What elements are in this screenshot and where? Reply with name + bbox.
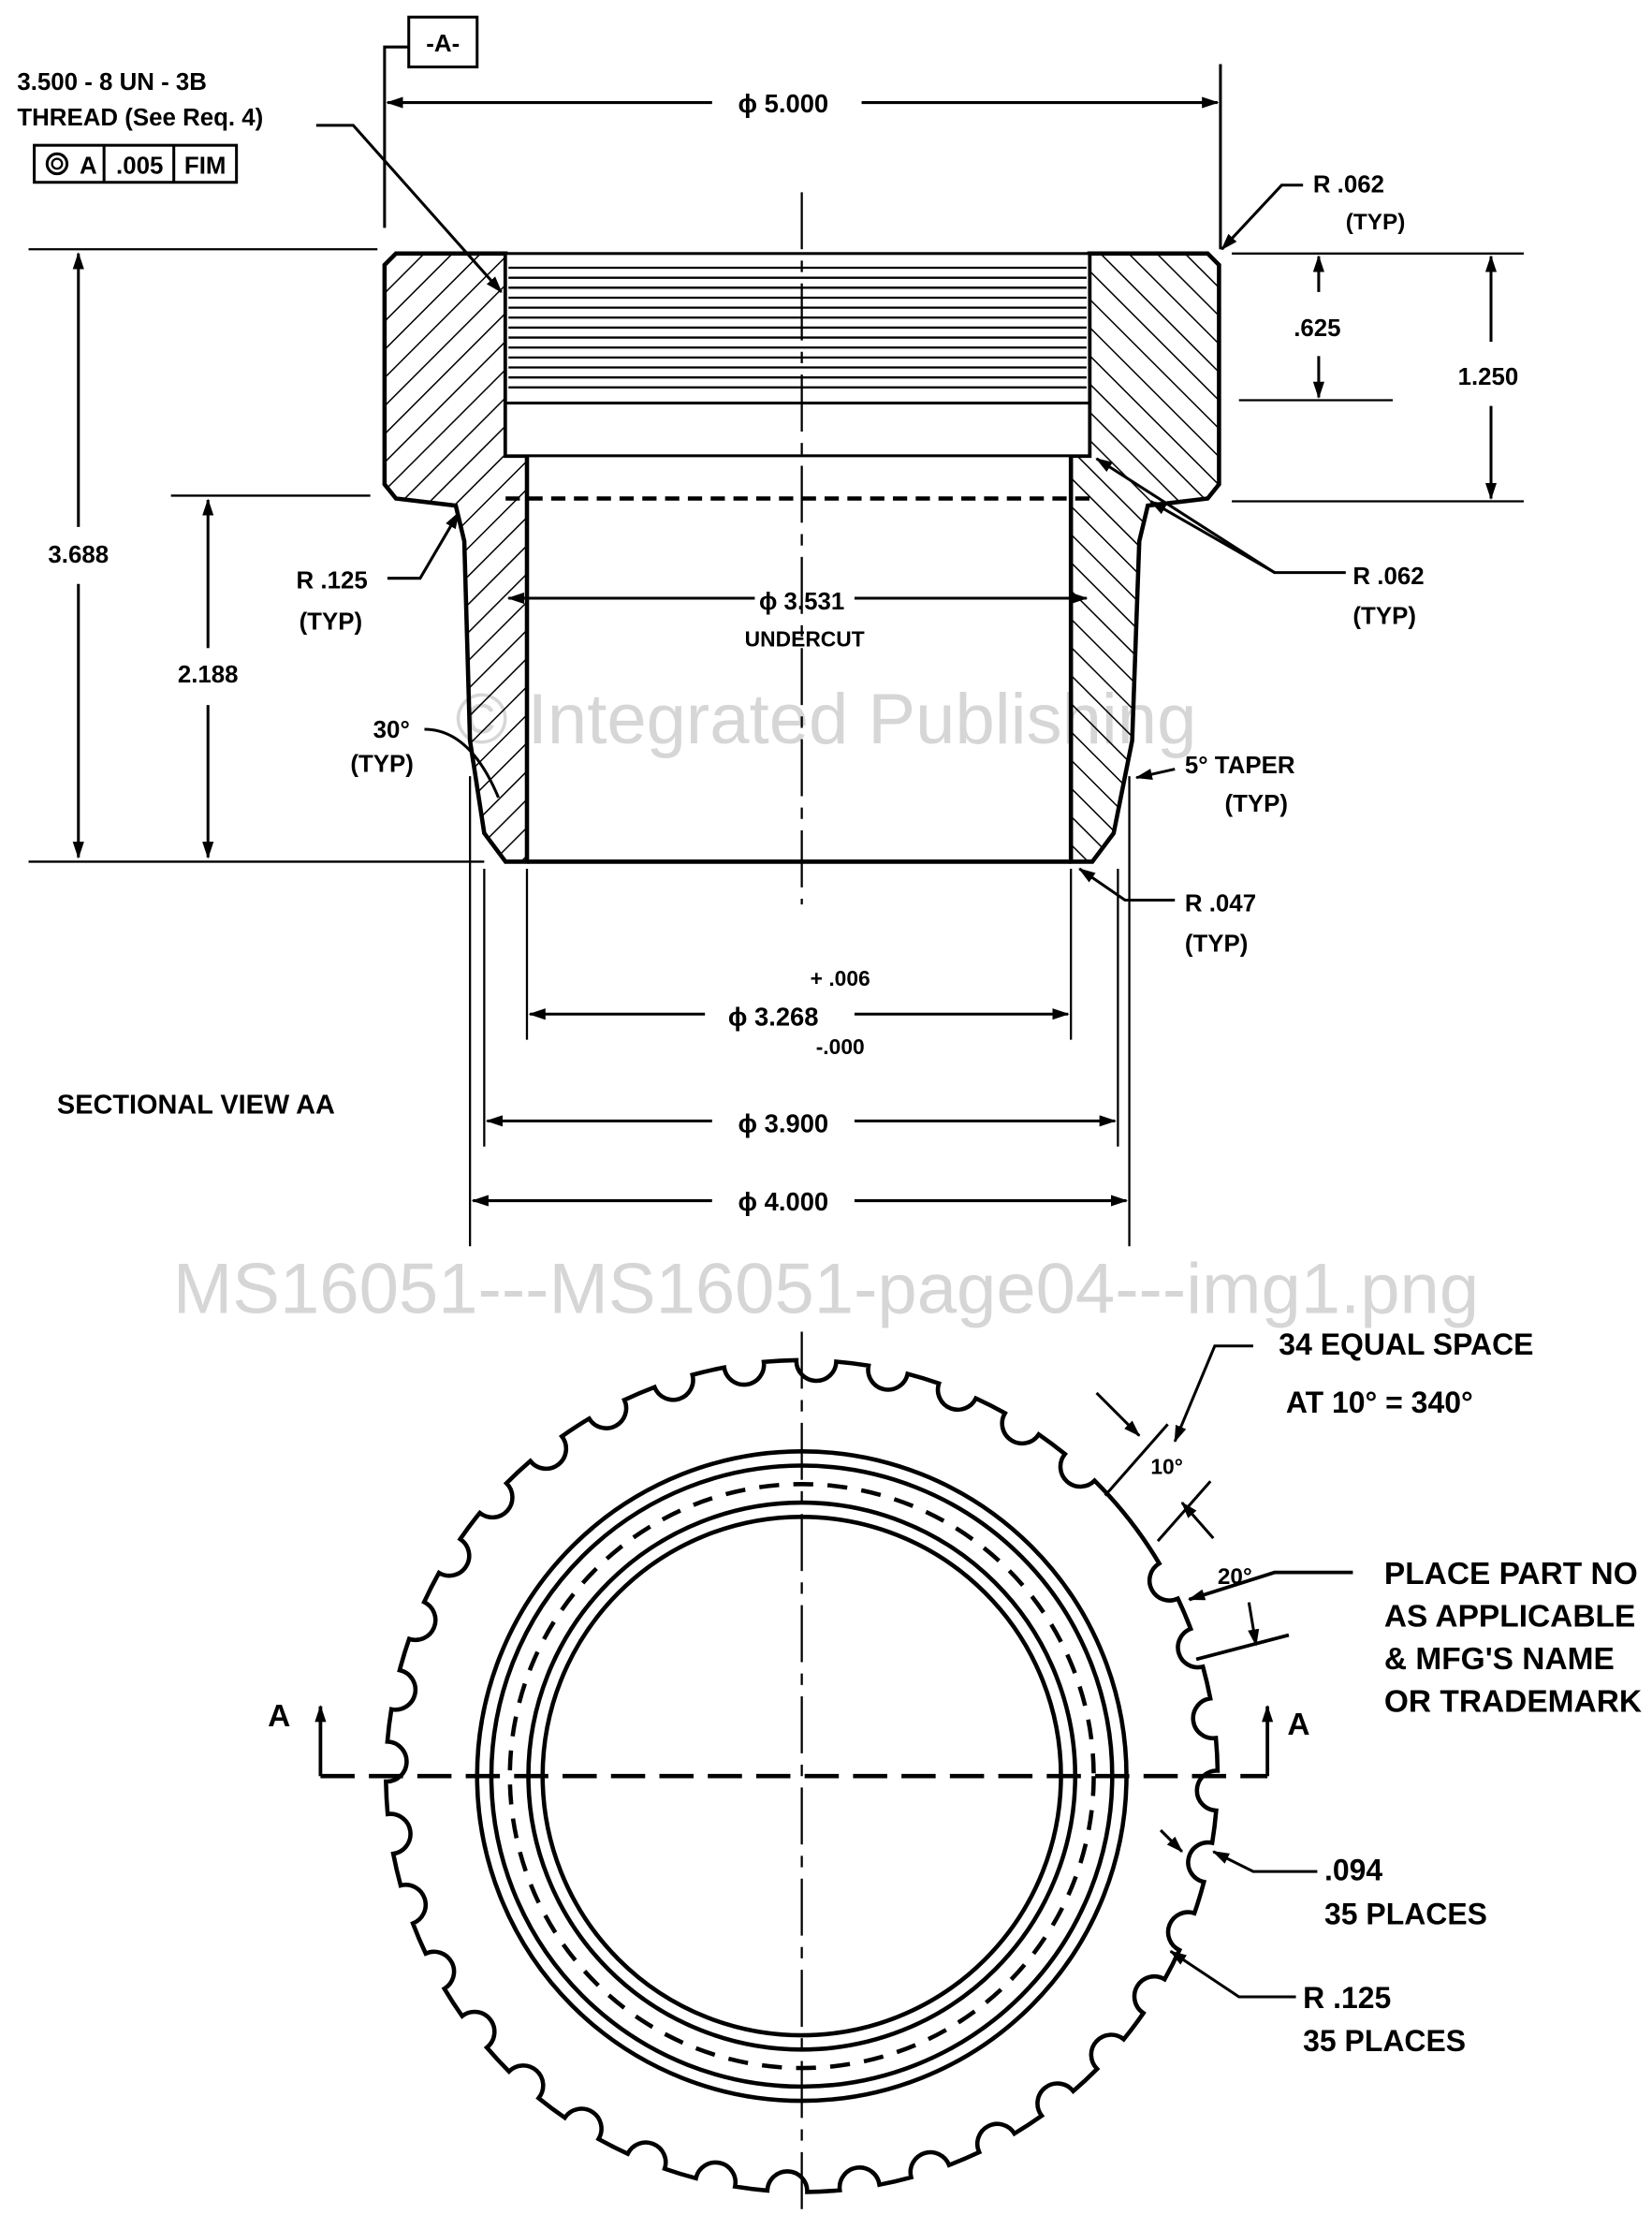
tolerance-minus: -.000 [816,1034,865,1059]
dim-30deg: 30° [373,717,410,743]
places-094: 35 PLACES [1324,1897,1487,1930]
fcf-datum: A [80,154,97,180]
fcf-modifier: FIM [184,154,227,180]
section-view [382,192,1221,905]
concentricity-icon [45,152,69,176]
places-r125: 35 PLACES [1303,2024,1466,2058]
dim-typ: (TYP) [1224,791,1288,817]
dim-r062-top: R .062 [1313,171,1384,198]
watermark-line2: MS16051---MS16051-page04---img1.png [173,1250,1479,1329]
dim-3531: ϕ 3.531 [759,589,844,615]
note-line: PLACE PART NO [1384,1557,1638,1591]
section-marker-right: A [1287,1708,1309,1742]
dim-2188: 2.188 [178,662,239,688]
dim-1250: 1.250 [1458,364,1519,390]
note-line: OR TRADEMARK [1384,1685,1642,1720]
dim-r125: R .125 [297,567,368,594]
view-title: SECTIONAL VIEW AA [57,1091,335,1121]
undercut-label: UNDERCUT [745,627,865,652]
dim-typ: (TYP) [350,752,414,778]
dim-3688: 3.688 [48,542,109,568]
dim-5000: ϕ 5.000 [738,89,829,118]
dim-taper: 5° TAPER [1185,753,1295,779]
part-marking-note: PLACE PART NO AS APPLICABLE & MFG'S NAME… [1384,1557,1642,1720]
dim-625: .625 [1294,315,1340,342]
dim-r125-knurl: R .125 [1303,1981,1391,2015]
plan-view [320,1331,1268,2215]
dim-r062-side: R .062 [1352,564,1424,590]
spacing-note-1: 34 EQUAL SPACE [1279,1327,1533,1361]
dim-typ: (TYP) [300,609,363,635]
thread-note: THREAD (See Req. 4) [17,105,263,131]
dim-typ: (TYP) [1185,931,1249,957]
angle-10: 10° [1150,1455,1183,1479]
dim-3900: ϕ 3.900 [738,1109,829,1138]
dim-3268: ϕ 3.268 [728,1002,819,1031]
thread-lines [508,266,1087,389]
dim-094: .094 [1324,1853,1382,1886]
tolerance-plus: + .006 [811,966,870,990]
note-line: & MFG'S NAME [1384,1642,1615,1677]
datum-frame [407,15,479,69]
dim-typ: (TYP) [1352,603,1416,629]
section-marker-left: A [268,1699,290,1734]
feature-control-frame: A .005 FIM [33,143,239,184]
fcf-tolerance: .005 [116,154,163,180]
datum-label: -A- [426,31,460,57]
thread-spec: 3.500 - 8 UN - 3B [17,69,207,95]
dim-typ: (TYP) [1346,210,1406,235]
dim-4000: ϕ 4.000 [738,1187,829,1216]
note-line: AS APPLICABLE [1384,1599,1635,1634]
spacing-note-2: AT 10° = 340° [1286,1386,1473,1419]
dim-r047: R .047 [1185,891,1256,917]
